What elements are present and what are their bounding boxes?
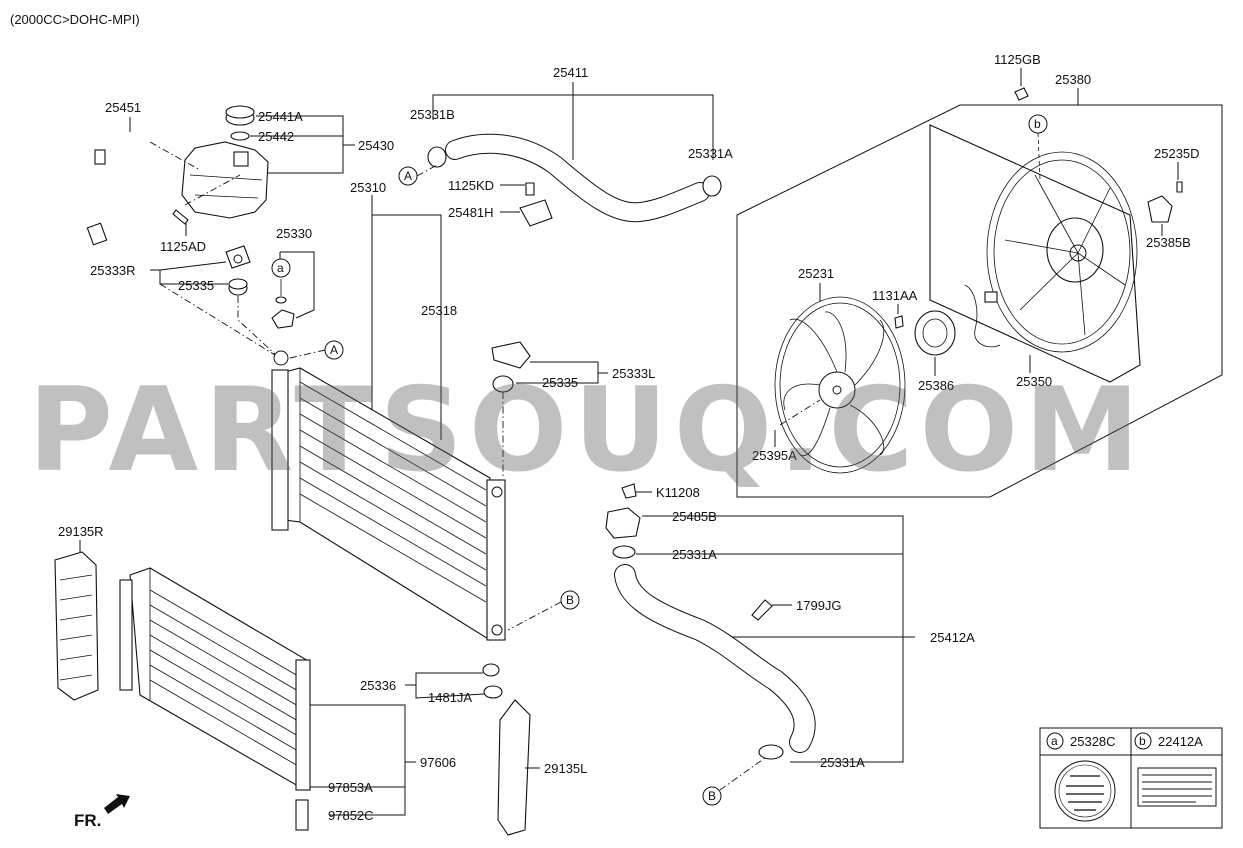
part-label-25412A[interactable]: 25412A [930, 630, 975, 645]
part-label-25380[interactable]: 25380 [1055, 72, 1091, 87]
part-label-25336[interactable]: 25336 [360, 678, 396, 693]
radiator-cap-group [271, 251, 315, 329]
part-label-25235D[interactable]: 25235D [1154, 146, 1200, 161]
legend-table [1039, 727, 1223, 829]
part-label-97853A[interactable]: 97853A [328, 780, 373, 795]
warning-label-sticker [1137, 767, 1217, 807]
part-label-29135R[interactable]: 29135R [58, 524, 104, 539]
part-label-25331B[interactable]: 25331B [410, 107, 455, 122]
legend-part-22412A[interactable]: 22412A [1158, 734, 1203, 749]
front-direction-indicator [104, 794, 130, 814]
upper-hose-group [398, 82, 722, 227]
part-label-25451[interactable]: 25451 [105, 100, 141, 115]
part-label-25331A-bottom[interactable]: 25331A [820, 755, 865, 770]
part-label-25385B[interactable]: 25385B [1146, 235, 1191, 250]
part-label-25330[interactable]: 25330 [276, 226, 312, 241]
part-label-25481H[interactable]: 25481H [448, 205, 494, 220]
callout-A-text-radiator: A [330, 343, 338, 357]
condenser-group [54, 540, 540, 836]
front-label: FR. [74, 811, 101, 830]
callout-B-circle-radiator [560, 590, 580, 610]
callout-a-circle [271, 258, 291, 278]
part-label-1125KD[interactable]: 1125KD [448, 178, 494, 193]
callout-a-text: a [277, 261, 284, 275]
radiator-group [271, 195, 608, 699]
lower-hose-group [605, 483, 915, 806]
callout-B-text-radiator: B [566, 593, 574, 607]
part-label-25386[interactable]: 25386 [918, 378, 954, 393]
part-label-25442[interactable]: 25442 [258, 129, 294, 144]
part-label-25395A[interactable]: 25395A [752, 448, 797, 463]
callout-b-text: b [1034, 117, 1041, 131]
part-label-25335-upper[interactable]: 25335 [178, 278, 214, 293]
part-label-1799JG[interactable]: 1799JG [796, 598, 842, 613]
legend-key-b: b [1139, 734, 1146, 748]
part-label-25331A-top[interactable]: 25331A [688, 146, 733, 161]
fan-assembly-group [736, 68, 1223, 498]
engine-spec-header: (2000CC>DOHC-MPI) [10, 12, 140, 27]
legend-part-25328C[interactable]: 25328C [1070, 734, 1116, 749]
part-label-25333L[interactable]: 25333L [612, 366, 655, 381]
part-label-25430[interactable]: 25430 [358, 138, 394, 153]
part-label-97852C[interactable]: 97852C [328, 808, 374, 823]
part-label-1125AD[interactable]: 1125AD [160, 239, 206, 254]
part-label-25333R[interactable]: 25333R [90, 263, 136, 278]
callout-A-text-top: A [404, 169, 412, 183]
part-label-25231[interactable]: 25231 [798, 266, 834, 281]
reservoir-tank-group [50, 105, 355, 356]
part-label-25318[interactable]: 25318 [421, 303, 457, 318]
cap-label-sticker [1054, 760, 1116, 822]
part-label-97606[interactable]: 97606 [420, 755, 456, 770]
legend-key-a: a [1051, 734, 1058, 748]
part-label-29135L[interactable]: 29135L [544, 761, 587, 776]
part-label-25441A[interactable]: 25441A [258, 109, 303, 124]
part-label-25331A-mid[interactable]: 25331A [672, 547, 717, 562]
part-label-1481JA[interactable]: 1481JA [428, 690, 472, 705]
callout-B-circle-lower [702, 786, 722, 806]
front-arrow-icon [104, 794, 130, 814]
part-label-K11208[interactable]: K11208 [656, 485, 700, 500]
part-label-25350[interactable]: 25350 [1016, 374, 1052, 389]
part-label-25335-lower[interactable]: 25335 [542, 375, 578, 390]
part-label-1131AA[interactable]: 1131AA [872, 288, 918, 303]
part-label-25310[interactable]: 25310 [350, 180, 386, 195]
callout-B-text-lower: B [708, 789, 716, 803]
watermark-text: PARTSOUQ.COM [28, 363, 1146, 498]
part-label-1125GB[interactable]: 1125GB [994, 52, 1041, 67]
part-label-25485B[interactable]: 25485B [672, 509, 717, 524]
part-label-25411[interactable]: 25411 [553, 65, 588, 80]
